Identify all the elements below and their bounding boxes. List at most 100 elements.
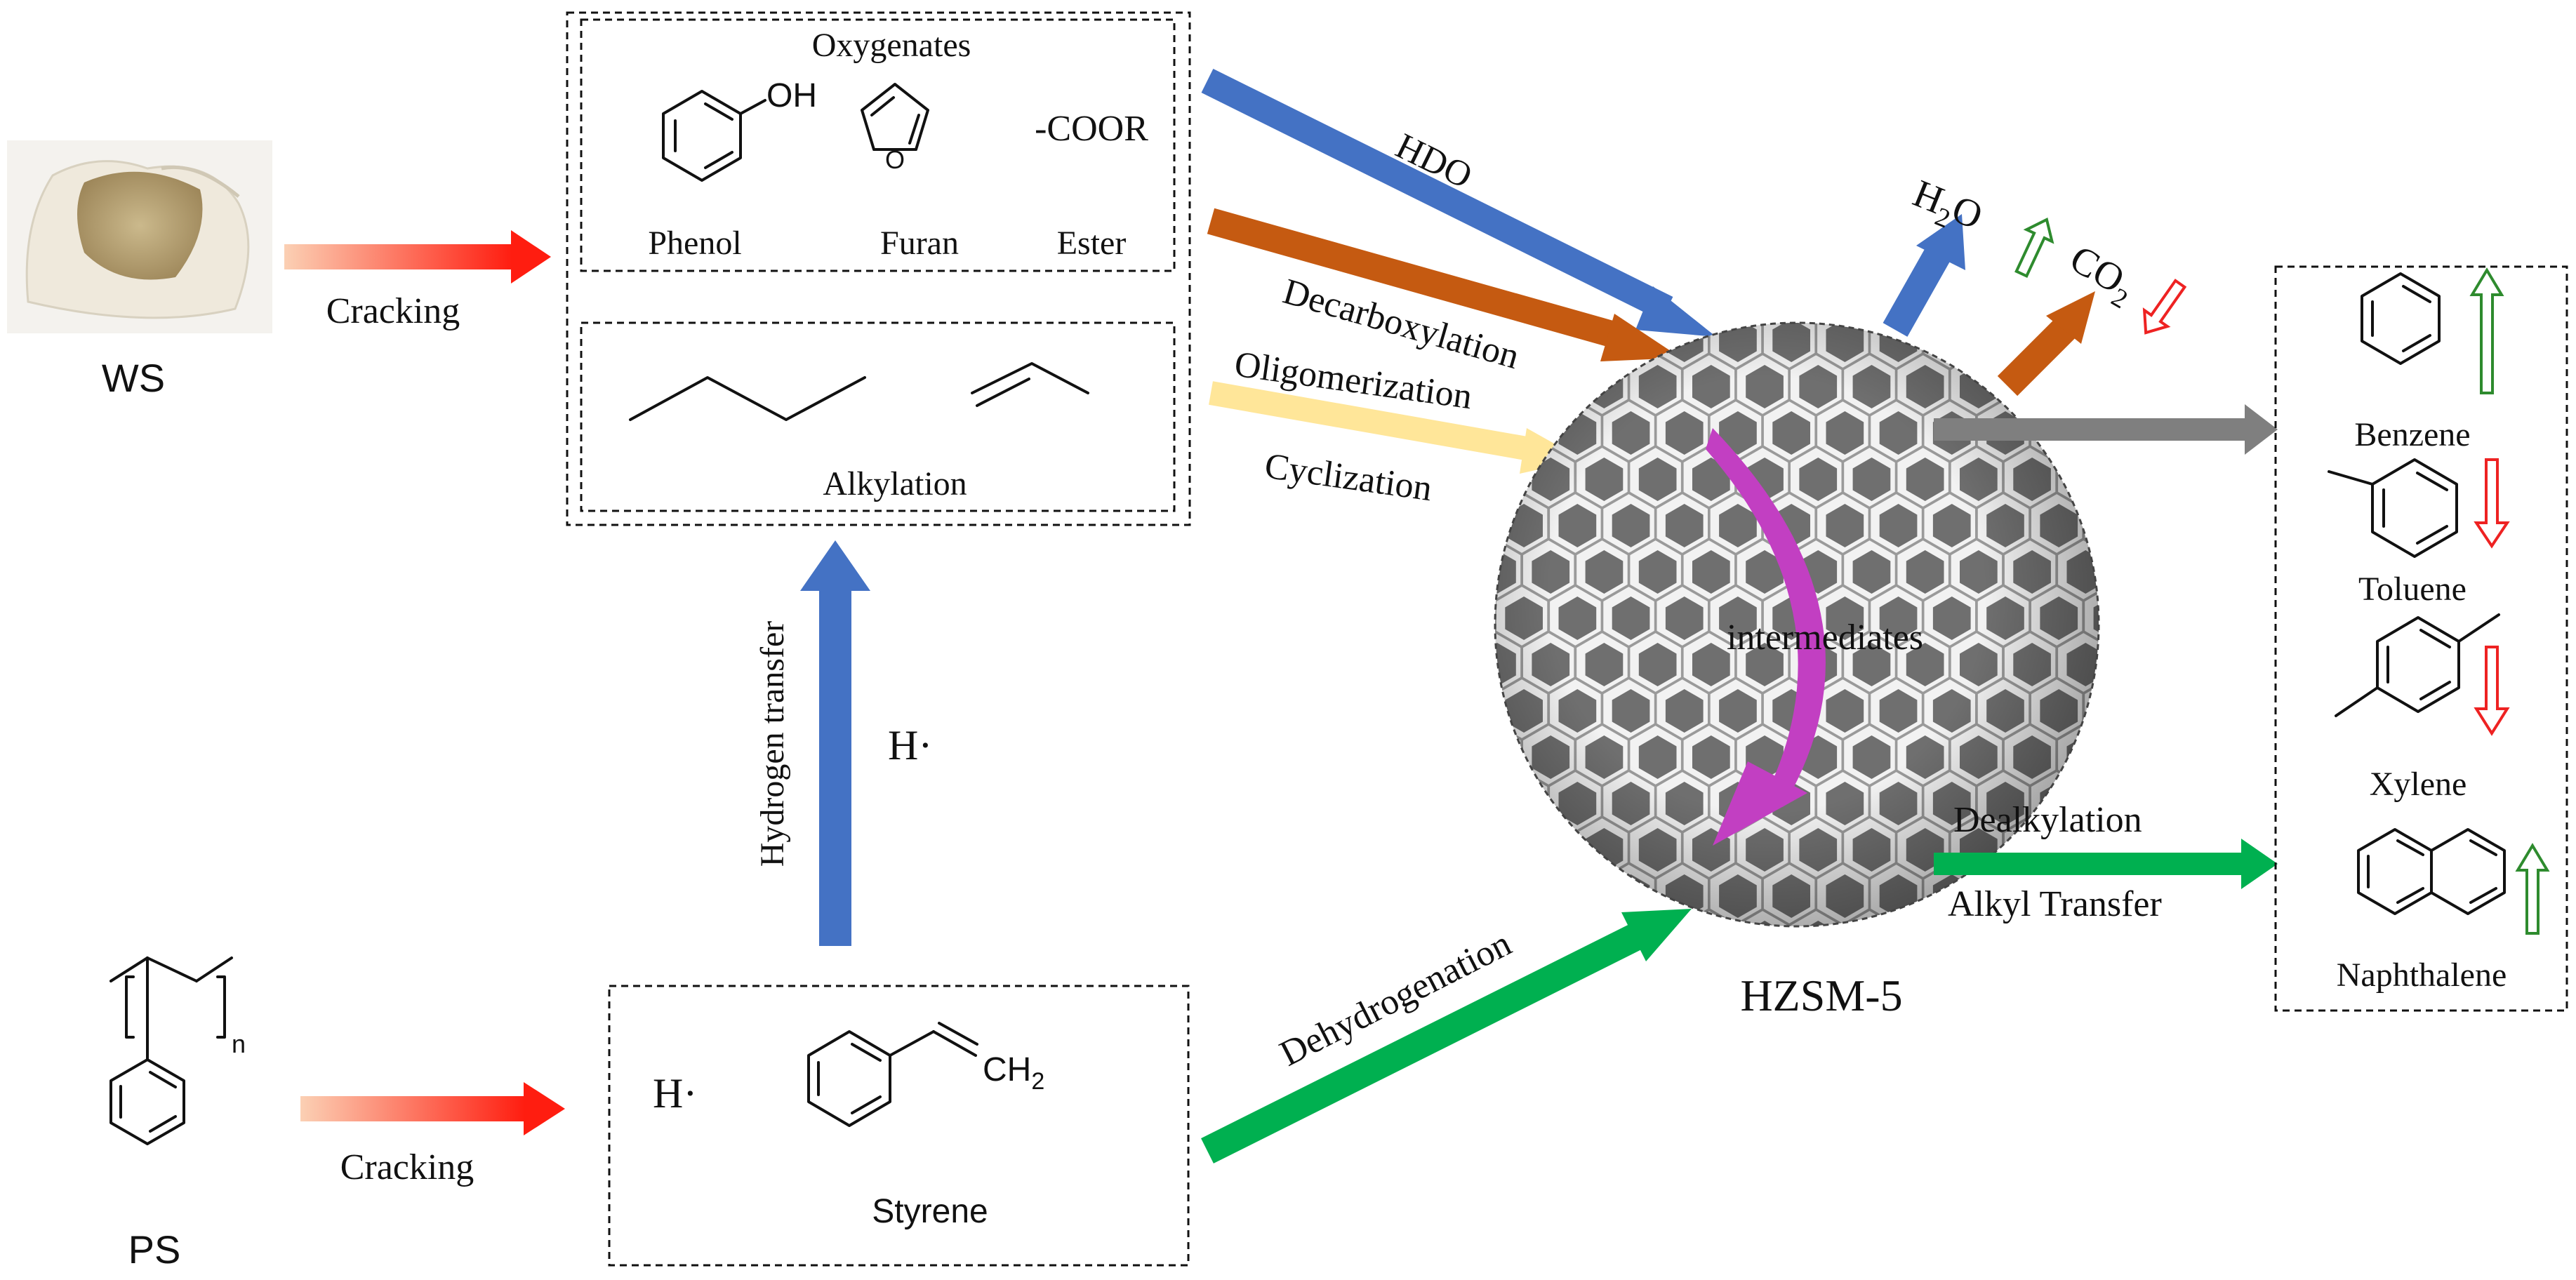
phenol-structure xyxy=(662,90,766,182)
h-radical-box: H· xyxy=(653,1070,697,1116)
oxygenates-title: Oxygenates xyxy=(812,27,971,64)
naphthalene-label: Naphthalene xyxy=(2337,956,2507,994)
polystyrene-structure xyxy=(109,956,233,1145)
aromatics-product-arrow xyxy=(1934,404,2278,455)
zeolite-pore-opening xyxy=(2066,365,2099,408)
zeolite-pore-opening xyxy=(1425,550,1463,594)
water-arrow xyxy=(1883,214,1965,337)
zeolite-pore-opening xyxy=(1495,735,1516,779)
zeolite-pore-cell xyxy=(1495,770,1496,833)
zeolite-pore-opening xyxy=(1746,921,1784,926)
zeolite-pore-opening xyxy=(1532,828,1570,872)
zeolite-pore-opening xyxy=(2120,735,2158,779)
styrene-structure xyxy=(807,1022,978,1127)
cracking-arrow-top xyxy=(284,230,551,284)
alkyl-box: Alkylation xyxy=(580,321,1176,512)
zeolite-pore-opening xyxy=(2120,921,2158,964)
phenol-oh-group: OH xyxy=(766,77,817,114)
zeolite-pore-cell xyxy=(1682,323,1737,324)
zeolite-pore-opening xyxy=(1452,689,1489,733)
zeolite-pore-opening xyxy=(1692,272,1730,316)
styrene-label: Styrene xyxy=(872,1193,988,1230)
styrene-box: H· CH2 Styrene xyxy=(608,985,1190,1267)
furan-o-atom: O xyxy=(885,145,905,174)
alkylation-label: Alkylation xyxy=(823,465,967,502)
naphthalene-trend-up-arrow xyxy=(2515,843,2550,935)
zeolite-pore-cell xyxy=(1416,725,1468,785)
zeolite-pore-cell xyxy=(1522,353,1576,416)
zeolite-pore-opening xyxy=(2013,272,2051,316)
oxygenates-box: Oxygenates OH Phenol O Furan -COOR Ester xyxy=(580,18,1176,272)
zeolite-pore-opening xyxy=(1558,874,1597,918)
hzsm5-label: HZSM-5 xyxy=(1740,971,1902,1020)
ester-group: -COOR xyxy=(1035,109,1148,149)
water-trend-up-arrow xyxy=(2014,218,2054,279)
zeolite-pore-opening xyxy=(1960,272,1998,316)
zeolite-pore-cell xyxy=(2111,725,2163,785)
decarboxylation-arrow xyxy=(1207,208,1681,361)
hydrogen-transfer-label: Hydrogen transfer xyxy=(754,621,791,867)
ps-subscript-n: n xyxy=(232,1029,246,1058)
dehydrogenation-arrow xyxy=(1201,909,1692,1164)
xylene-label: Xylene xyxy=(2370,766,2467,803)
cracking-label-top: Cracking xyxy=(326,291,460,331)
products-box: Benzene Toluene Xylene xyxy=(2274,265,2568,1012)
zeolite-pore-cell xyxy=(2083,492,2099,555)
toluene-trend-down-arrow xyxy=(2474,458,2510,549)
furan-structure xyxy=(861,83,929,151)
cyclization-label: Cyclization xyxy=(1262,446,1434,509)
zeolite-pore-cell xyxy=(1416,540,1468,600)
hdo-arrow xyxy=(1201,68,1716,337)
zeolite-pore-cell xyxy=(2111,354,2163,415)
zeolite-pore-opening xyxy=(1452,596,1489,640)
zeolite-pore-cell xyxy=(2083,323,2099,370)
zeolite-pore-cell xyxy=(1522,816,1576,879)
zeolite-pore-opening xyxy=(2013,921,2051,926)
zeolite-pore-opening xyxy=(1692,921,1730,926)
zeolite-pore-opening xyxy=(1452,504,1489,547)
zeolite-pore-opening xyxy=(1852,921,1891,926)
zeolite-pore-opening xyxy=(1960,921,1998,926)
zeolite-pore-cell xyxy=(1735,323,1790,324)
ws-label: WS xyxy=(102,356,165,400)
zeolite-pore-opening xyxy=(2066,921,2099,926)
zeolite-pore-opening xyxy=(1425,828,1463,872)
zeolite-pore-opening xyxy=(1853,272,1891,316)
zeolite-pore-cell xyxy=(2057,353,2099,416)
zeolite-pore-cell xyxy=(1495,724,1522,787)
zeolite-pore-cell xyxy=(1495,862,1549,926)
alkyl-transfer-label: Alkyl Transfer xyxy=(1948,884,2162,924)
zeolite-pore-cell xyxy=(1495,585,1496,648)
intermediates-curved-arrow xyxy=(1706,428,1826,846)
zeolite-pore-opening xyxy=(1932,323,1971,362)
zeolite-pore-opening xyxy=(2120,550,2158,594)
zeolite-pore-opening xyxy=(2093,504,2099,547)
wheat-straw-bag-image xyxy=(7,140,272,333)
zeolite-pore-cell xyxy=(2111,632,2163,693)
zeolite-pore-opening xyxy=(1495,828,1516,872)
zeolite-pore-cell xyxy=(1416,632,1468,693)
zeolite-pore-opening xyxy=(1425,643,1463,686)
butane-structure xyxy=(629,376,866,421)
toluene-label: Toluene xyxy=(2358,571,2467,608)
zeolite-pore-opening xyxy=(2120,458,2158,501)
benzene-label: Benzene xyxy=(2354,416,2470,453)
co2-trend-down-arrow xyxy=(2142,279,2187,335)
zeolite-pore-cell xyxy=(1548,862,1602,926)
zeolite-pore-cell xyxy=(2111,540,2163,600)
propene-structure xyxy=(971,362,1089,407)
dealkylation-arrow xyxy=(1934,839,2278,889)
xylene-structure xyxy=(2335,613,2500,717)
dealkylation-label: Dealkylation xyxy=(1953,800,2142,840)
benzene-trend-up-arrow xyxy=(2469,267,2504,394)
zeolite-pore-opening xyxy=(1532,365,1570,408)
co2-arrow xyxy=(1997,291,2095,396)
zeolite-pore-opening xyxy=(1505,874,1543,918)
zeolite-pore-cell xyxy=(1843,323,1897,324)
h-radical-middle: H· xyxy=(888,722,932,768)
naphthalene-structure xyxy=(2357,828,2506,915)
benzene-structure xyxy=(2361,272,2441,365)
zeolite-pore-cell xyxy=(1789,323,1843,324)
phenol-label: Phenol xyxy=(648,225,741,262)
